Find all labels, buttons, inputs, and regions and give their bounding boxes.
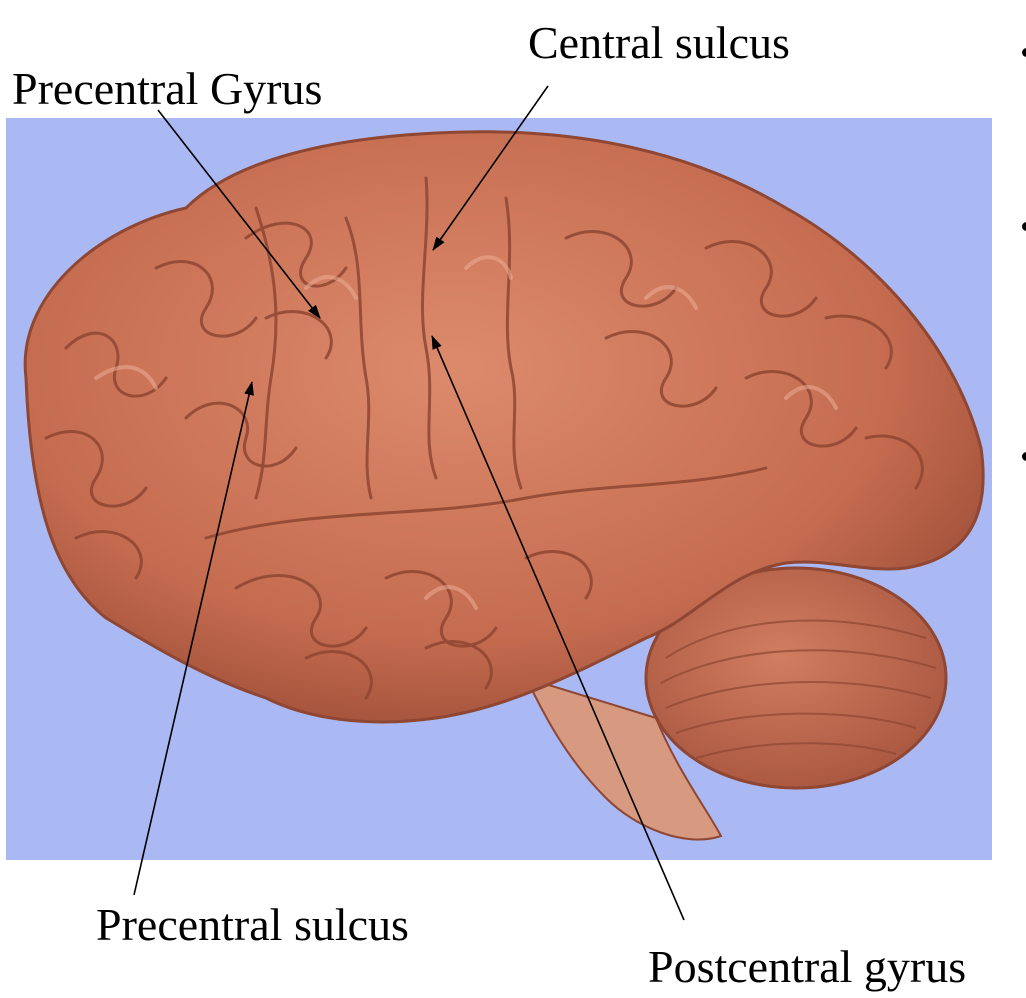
- label-precentral-sulcus: Precentral sulcus: [96, 899, 409, 950]
- brain-illustration: [6, 118, 992, 860]
- label-postcentral-gyrus: Postcentral gyrus: [648, 941, 967, 992]
- cerebellum-folia: [660, 619, 937, 759]
- brain-photo: [6, 118, 992, 860]
- bullet-point: [1022, 222, 1026, 231]
- label-central-sulcus: Central sulcus: [528, 17, 790, 68]
- bullet-point: [1022, 452, 1026, 461]
- label-precentral-gyrus: Precentral Gyrus: [12, 63, 323, 114]
- bullet-point: [1022, 48, 1026, 57]
